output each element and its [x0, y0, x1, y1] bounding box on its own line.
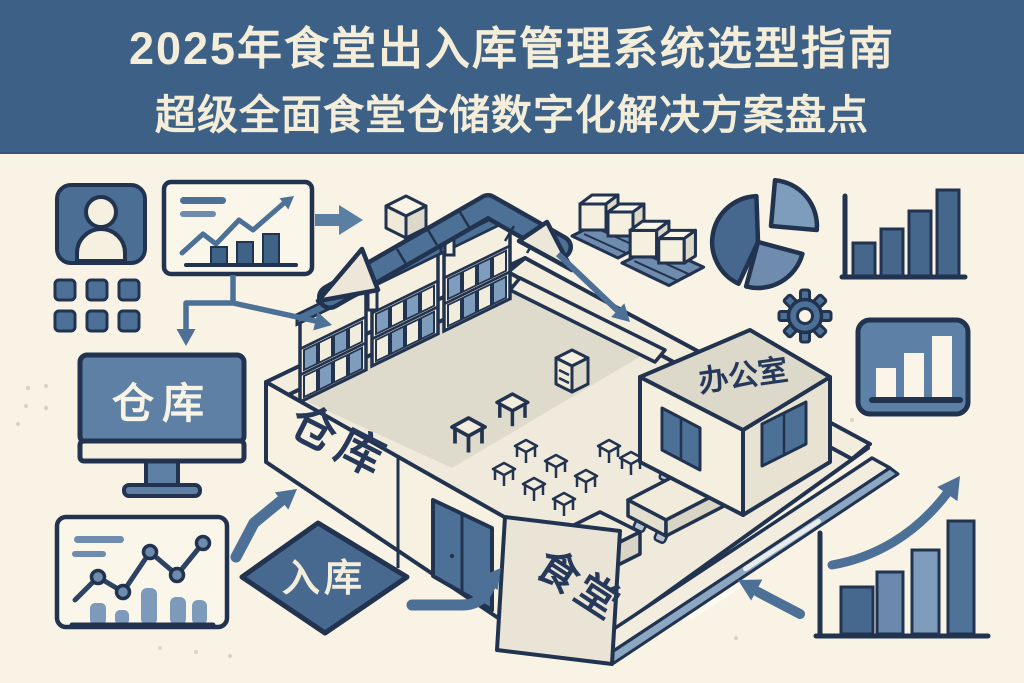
conveyor-arrowhead-left [315, 246, 381, 304]
pie-slice-dark [709, 193, 761, 286]
warehouse-door [431, 498, 494, 612]
arrow-card-to-conveyor [315, 205, 363, 235]
highlight-dashes [688, 518, 821, 620]
trend-card-icon [54, 514, 230, 630]
office-window-right [760, 400, 808, 468]
warehouse-floor [295, 278, 648, 468]
poster-header: 2025年食堂出入库管理系统选型指南 超级全面食堂仓储数字化解决方案盘点 [0, 0, 1024, 154]
arrow-conveyor-to-office [555, 251, 637, 329]
analytics-card-icon [161, 179, 315, 277]
monitor-icon: 仓库 [77, 352, 247, 498]
arrow-to-canteen [732, 569, 805, 619]
inbound-label: 入库 [282, 558, 366, 600]
stat-card-icon [855, 317, 971, 417]
box-on-conveyor [384, 194, 428, 240]
office-window-left [660, 406, 702, 472]
inbound-diamond: 入库 [239, 520, 410, 636]
interior-divider-wall [508, 276, 667, 364]
office-annex: 办公室 [638, 328, 832, 517]
arrow-diamond-to-door [406, 561, 510, 611]
growth-arrow [827, 487, 953, 570]
user-head [84, 195, 118, 229]
poster-title-line1: 2025年食堂出入库管理系统选型指南 [128, 22, 896, 74]
user-body [75, 227, 127, 263]
bar-chart-icon [839, 188, 968, 280]
user-card-icon [55, 183, 147, 265]
infographic-illustration: 办公室 仓库 食堂 [16, 177, 991, 666]
growth-chart-icon [813, 468, 991, 639]
arrow-diamond-to-wall [230, 480, 304, 563]
poster-title-line2: 超级全面食堂仓储数字化解决方案盘点 [155, 91, 869, 138]
app-grid-icon [53, 278, 141, 333]
conveyor-icon [315, 193, 575, 312]
pie-slice-exploded [768, 177, 820, 233]
office-roof [638, 328, 832, 432]
pie-chart-icon [709, 177, 820, 291]
flow-connector [176, 275, 335, 346]
gear-icon [777, 288, 833, 344]
isometric-building: 办公室 仓库 食堂 [264, 206, 900, 666]
pie-slice-medium [743, 239, 805, 291]
canteen-panel: 食堂 [495, 515, 631, 666]
pallet-icon [570, 193, 706, 288]
monitor-screen-label: 仓库 [112, 380, 212, 427]
storage-crate [554, 348, 590, 394]
